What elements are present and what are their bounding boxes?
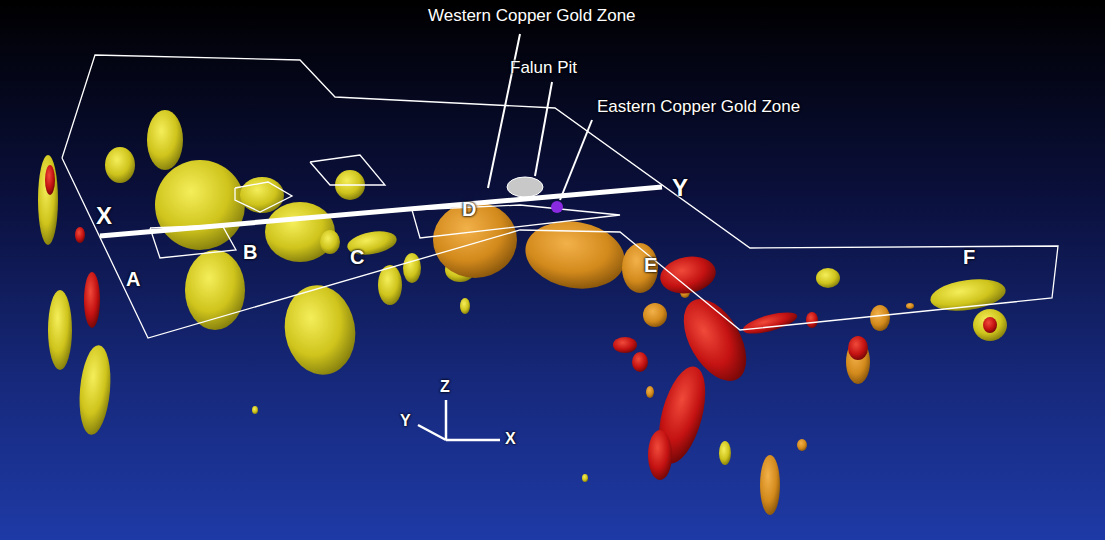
ore-blob: [460, 298, 470, 314]
ore-blob: [632, 352, 648, 372]
ore-blob: [719, 441, 731, 465]
ore-blob: [240, 177, 284, 213]
ore-blob: [870, 305, 890, 331]
area-letter: F: [963, 246, 975, 269]
ore-blob: [816, 268, 840, 288]
area-letter: A: [126, 268, 140, 291]
ore-blob: [741, 308, 799, 338]
ore-blob: [378, 265, 402, 305]
section-line: [100, 187, 662, 236]
leader-lines: [488, 34, 592, 200]
area-letter: D: [462, 198, 476, 221]
area-letter: E: [644, 254, 657, 277]
axis-label: X: [505, 430, 516, 448]
ore-blob: [76, 344, 114, 436]
ore-blob: [760, 455, 780, 515]
area-letter: B: [243, 241, 257, 264]
ore-blob: [403, 253, 421, 283]
ore-blob: [622, 243, 658, 293]
axis-triad: [418, 400, 500, 440]
zone-label: Eastern Copper Gold Zone: [597, 97, 800, 117]
ore-blob: [278, 280, 363, 381]
section-end: Y: [672, 174, 688, 202]
ore-blob: [613, 337, 637, 353]
zone-label: Western Copper Gold Zone: [428, 6, 636, 26]
ore-blob: [105, 147, 135, 183]
ore-blob: [48, 290, 72, 370]
ore-blob: [147, 110, 183, 170]
ore-blob: [38, 155, 58, 245]
ore-blob: [973, 309, 1007, 341]
ore-blob: [84, 272, 100, 328]
outline: [62, 55, 1058, 338]
ore-blob: [643, 303, 667, 327]
ore-blob: [646, 386, 654, 398]
zone-marker: [551, 201, 563, 213]
ore-blob: [75, 227, 85, 243]
ore-blob: [906, 303, 914, 309]
zone-label: Falun Pit: [510, 58, 577, 78]
ore-blob: [797, 439, 807, 451]
ore-blob: [582, 474, 588, 482]
axis-label: Y: [400, 412, 411, 430]
axis-label: Z: [440, 378, 450, 396]
ore-blob: [983, 317, 997, 333]
ore-blob: [648, 430, 672, 480]
area-letter: C: [350, 246, 364, 269]
section-end: X: [96, 202, 112, 230]
ore-blob: [806, 312, 818, 328]
ore-blob: [848, 336, 868, 360]
ore-blob: [252, 406, 258, 414]
ore-bodies: [38, 110, 1008, 515]
ore-blob: [45, 165, 55, 195]
ore-blob: [520, 214, 630, 296]
pit: [507, 177, 543, 197]
ore-blob: [320, 230, 340, 254]
ore-blob: [155, 160, 245, 250]
ore-blob: [657, 252, 718, 297]
